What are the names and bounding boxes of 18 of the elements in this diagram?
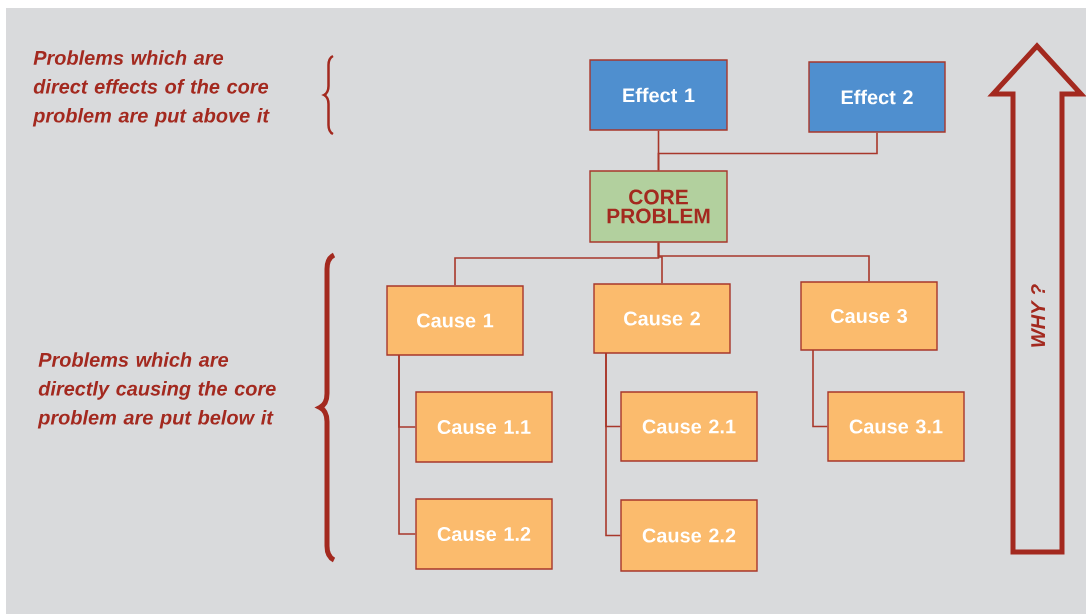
cause-box: Cause 1.2 (415, 498, 553, 570)
cause-box: Cause 2.2 (620, 499, 758, 572)
note-text: Problems which are direct effects of the core problem are put above it (32, 50, 270, 127)
cause-box: Cause 2.1 (620, 391, 758, 462)
cause-box: Cause 3.1 (827, 391, 965, 462)
cause-box: Cause 1 (386, 285, 524, 356)
connector-line (812, 349, 829, 428)
core-problem-box: CORE PROBLEM (589, 170, 728, 243)
connector-line (657, 241, 870, 283)
effect-box: Effect 2 (808, 61, 946, 133)
connector-line (605, 352, 622, 537)
cause-box: Cause 2 (593, 283, 731, 354)
connector-line (398, 354, 417, 535)
cause-box: Cause 1.1 (415, 391, 553, 463)
connector-line (657, 131, 878, 172)
cause-box: Cause 3 (800, 281, 938, 351)
effect-box: Effect 1 (589, 59, 728, 131)
note-text: Problems which are directly causing the core problem are put below it (37, 352, 276, 429)
